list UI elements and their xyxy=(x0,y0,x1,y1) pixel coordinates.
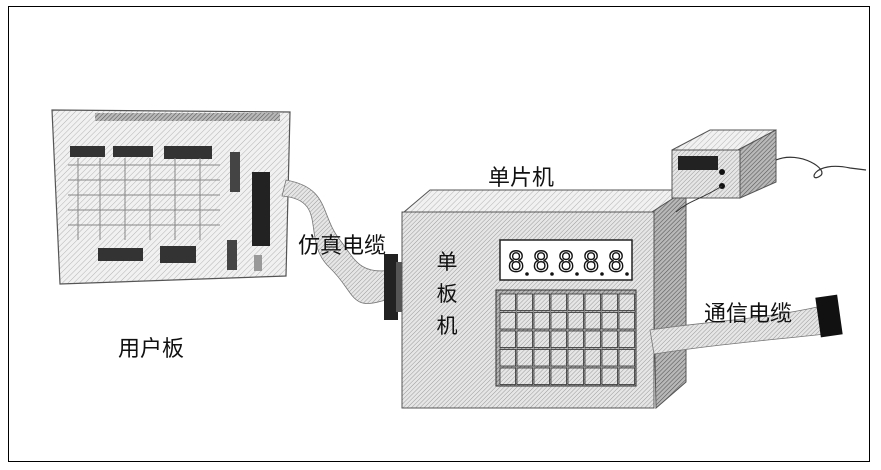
label-single-board-1: 单 xyxy=(436,250,458,274)
keypad-key xyxy=(516,349,533,367)
keypad-key xyxy=(601,367,618,385)
power-wire xyxy=(675,185,723,213)
keypad-key xyxy=(601,330,618,348)
board-traces xyxy=(68,158,220,240)
user-board xyxy=(51,109,291,285)
seven-seg-dot xyxy=(625,272,629,276)
keypad-key xyxy=(550,367,567,385)
keypad-key xyxy=(618,293,635,311)
keypad-key xyxy=(499,367,516,385)
board-chip xyxy=(160,246,196,263)
board-chip xyxy=(113,146,153,157)
keypad-key xyxy=(601,312,618,330)
keypad-key xyxy=(516,330,533,348)
keypad-key xyxy=(550,330,567,348)
seven-seg-digit: 8 xyxy=(583,245,600,278)
keypad-key xyxy=(550,312,567,330)
label-user-board: 用户板 xyxy=(118,337,185,362)
keypad-key xyxy=(516,293,533,311)
keypad-key xyxy=(516,367,533,385)
label-mcu: 单片机 xyxy=(488,166,555,191)
keypad-key xyxy=(550,293,567,311)
keypad-key xyxy=(584,367,601,385)
board-chip xyxy=(164,146,212,159)
keypad-key xyxy=(567,293,584,311)
label-single-board-2: 板 xyxy=(436,282,458,306)
emulation-cable-plug-tip xyxy=(396,262,402,312)
power-cord xyxy=(775,156,867,179)
keypad-key xyxy=(584,349,601,367)
keypad-key xyxy=(618,312,635,330)
seven-seg-dot xyxy=(600,272,604,276)
keypad-key xyxy=(618,367,635,385)
keypad-key xyxy=(533,293,550,311)
seven-seg-display xyxy=(499,239,633,281)
board-edge-pins xyxy=(95,113,280,121)
keypad-key xyxy=(499,293,516,311)
keypad-key xyxy=(533,312,550,330)
keypad-key xyxy=(584,330,601,348)
seven-seg-digit: 8 xyxy=(558,245,575,278)
keypad-key xyxy=(533,349,550,367)
board-component xyxy=(254,255,262,271)
emulation-cable-plug xyxy=(384,254,398,320)
seven-seg-dot xyxy=(550,272,554,276)
keypad-key xyxy=(533,330,550,348)
keypad-key xyxy=(584,293,601,311)
keypad-key xyxy=(499,349,516,367)
keypad-key xyxy=(584,312,601,330)
label-comm-cable: 通信电缆 xyxy=(704,302,793,327)
label-single-board-3: 机 xyxy=(436,314,458,338)
power-supply-knob xyxy=(719,169,725,175)
keypad-key xyxy=(533,367,550,385)
keypad-key xyxy=(618,349,635,367)
communication-cable-plug xyxy=(815,294,843,338)
seven-seg-digit: 8 xyxy=(608,245,625,278)
board-chip xyxy=(70,146,105,157)
keypad-key xyxy=(567,367,584,385)
keypad-key xyxy=(567,330,584,348)
seven-seg-digit: 8 xyxy=(508,245,525,278)
board-component xyxy=(227,240,237,270)
keypad-key xyxy=(516,312,533,330)
board-component xyxy=(230,152,240,192)
seven-seg-dot xyxy=(525,272,529,276)
seven-seg-digit: 8 xyxy=(533,245,550,278)
keypad-key xyxy=(550,349,567,367)
power-supply xyxy=(671,129,777,199)
keypad-key xyxy=(601,349,618,367)
keypad-key xyxy=(618,330,635,348)
label-emulation-cable: 仿真电缆 xyxy=(298,234,387,259)
board-connector xyxy=(252,172,270,246)
keypad-key xyxy=(601,293,618,311)
keypad-key xyxy=(567,312,584,330)
board-chip xyxy=(98,248,143,261)
seven-seg-dot xyxy=(575,272,579,276)
keypad-key xyxy=(499,312,516,330)
keypad-key xyxy=(567,349,584,367)
keypad-key xyxy=(499,330,516,348)
power-supply-readout xyxy=(678,156,718,170)
keypad xyxy=(495,289,637,387)
